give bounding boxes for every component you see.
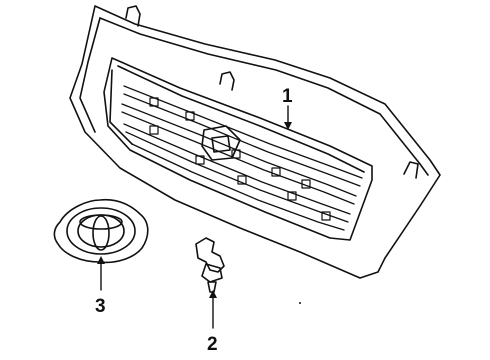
grille-inner-opening (103, 57, 373, 241)
arrow-1 (284, 122, 292, 130)
emblem-bezel (53, 198, 149, 264)
emblem-horizontal-oval (79, 214, 123, 230)
leader-lines (100, 105, 289, 329)
speck (299, 302, 301, 304)
arrow-3 (97, 256, 105, 264)
clip-body (201, 263, 223, 283)
fastener-clip (195, 237, 225, 293)
emblem-vertical-oval (92, 215, 110, 251)
grille-clips (149, 97, 331, 221)
grille-tab-center (219, 71, 235, 91)
grille-outer-frame (69, 5, 441, 279)
leader-arrowheads (97, 122, 292, 298)
arrow-2 (209, 290, 217, 298)
clip-shank (207, 281, 217, 293)
grille-tab-right (403, 161, 419, 179)
emblem-outer-ring (66, 207, 136, 255)
grille-emblem-mount (201, 125, 241, 161)
radiator-grille (69, 5, 441, 279)
clip-head (195, 237, 225, 273)
callout-2-label: 2 (207, 334, 218, 355)
grille-left-rim (79, 17, 101, 133)
callout-3-label: 3 (95, 296, 106, 317)
grille-slats (121, 85, 363, 231)
grille-top-rim (99, 17, 429, 176)
grille-tab-left (125, 5, 141, 27)
emblem-inner-oval (77, 214, 125, 248)
emblem (53, 198, 149, 264)
callout-1-label: 1 (282, 86, 293, 107)
